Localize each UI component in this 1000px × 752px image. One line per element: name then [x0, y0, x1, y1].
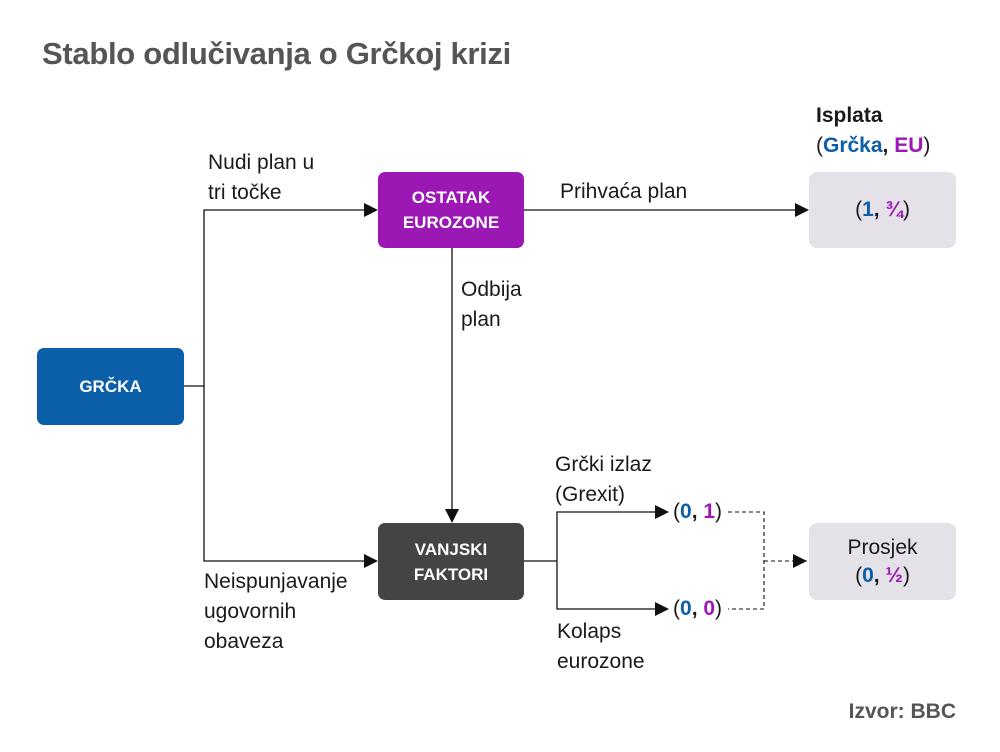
arrowhead-average — [793, 554, 807, 568]
payoff-header-title: Isplata — [816, 104, 883, 127]
payoff-player-greece: Grčka — [823, 134, 883, 157]
node-eurozone: OSTATAK EUROZONE — [378, 172, 524, 248]
edge-non-compliance — [203, 386, 378, 568]
payoff-average-eu: ½ — [885, 563, 903, 587]
edge-collapse — [556, 561, 669, 616]
payoff-average-value: (0, ½) — [855, 563, 910, 587]
paren-open: ( — [816, 134, 823, 157]
payoff-grexit: (0, 1) — [673, 500, 723, 523]
payoff-player-eu: EU — [894, 134, 924, 157]
label-collapse: Kolaps eurozone — [557, 620, 645, 673]
payoff-collapse-eu: 0 — [703, 597, 716, 620]
payoff-collapse-greece: 0 — [680, 597, 692, 620]
page-title: Stablo odlučivanja o Grčkoj krizi — [42, 36, 511, 71]
label-grexit: Grčki izlaz (Grexit) — [555, 453, 652, 506]
payoff-grexit-eu: 1 — [703, 500, 716, 523]
payoff-average-greece: 0 — [862, 563, 874, 587]
payoff-grexit-greece: 0 — [680, 500, 692, 523]
payoff-box-accept: (1, ¾) — [809, 172, 956, 248]
node-external-factors: VANJSKI FAKTORI — [378, 523, 524, 600]
payoff-header: Isplata (Grčka, EU) — [816, 101, 930, 161]
payoff-comma: , — [882, 134, 895, 157]
edge-grexit — [556, 505, 669, 561]
edge-offer-plan — [203, 203, 378, 386]
label-reject-plan: Odbija plan — [461, 278, 522, 331]
label-offer-plan: Nudi plan u tri točke — [208, 151, 315, 204]
label-non-compliance: Neispunjavanje ugovornih obaveza — [204, 570, 348, 653]
payoff-box-average: Prosjek (0, ½) — [809, 523, 956, 600]
payoff-average-label: Prosjek — [847, 535, 918, 559]
payoff-accept-value: (1, ¾) — [855, 198, 910, 221]
payoff-accept-eu: ¾ — [885, 198, 903, 221]
label-accept-plan: Prihvaća plan — [560, 180, 688, 203]
node-greece: GRČKA — [37, 348, 184, 425]
payoff-collapse: (0, 0) — [673, 597, 723, 620]
payoff-accept-greece: 1 — [862, 198, 874, 221]
paren-close: ) — [923, 134, 931, 157]
payoff-header-players: (Grčka, EU) — [816, 131, 930, 161]
source-credit: Izvor: BBC — [848, 700, 956, 723]
